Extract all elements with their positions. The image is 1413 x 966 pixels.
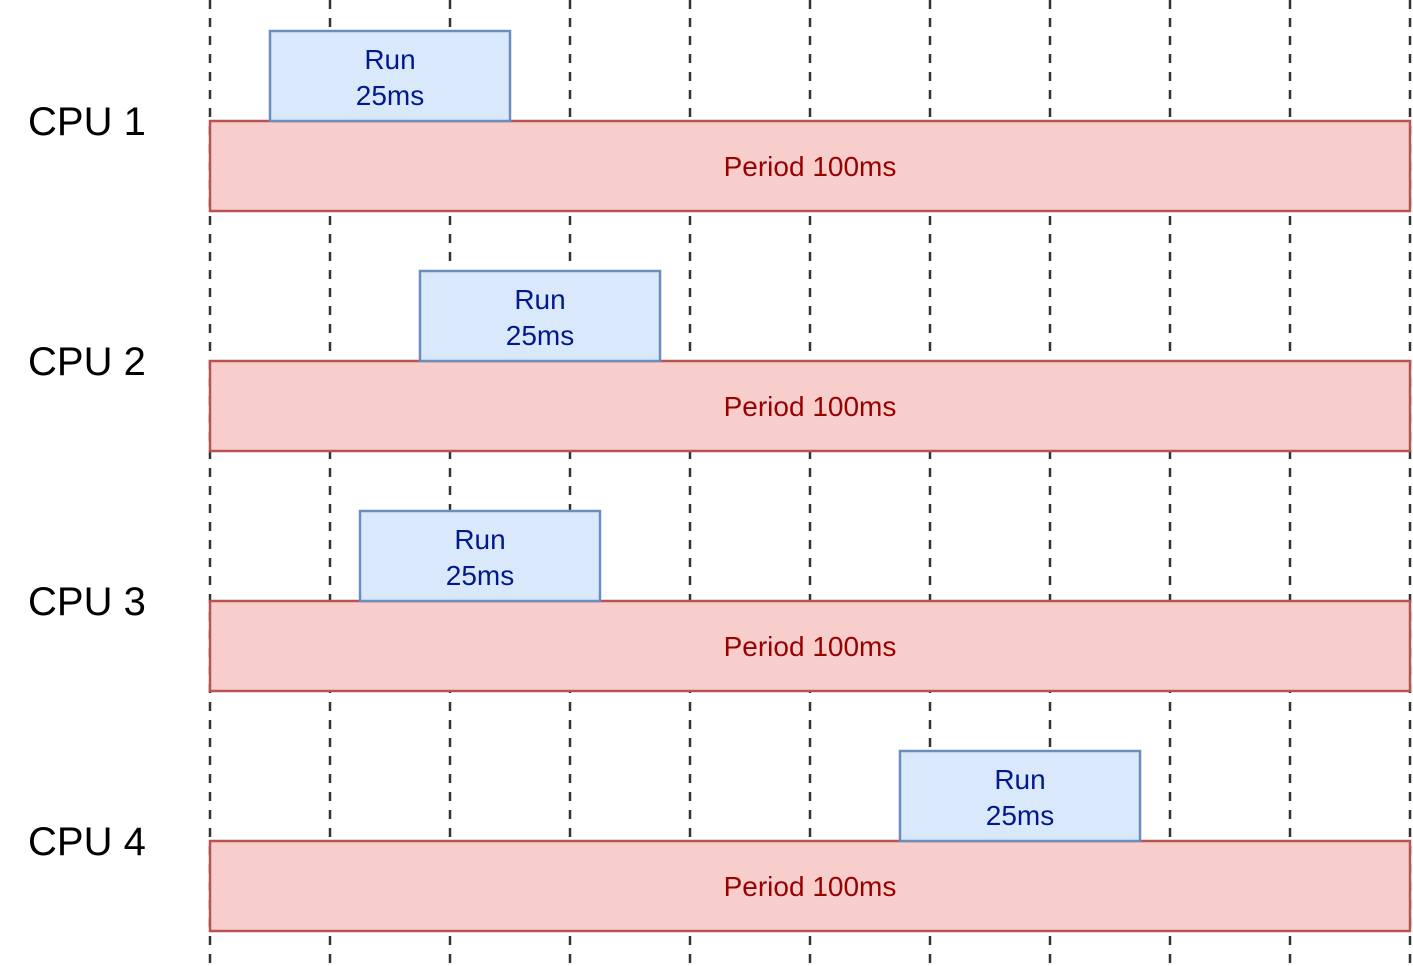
- cpu-row: CPU 2 Period 100ms Run 25ms: [28, 269, 1412, 453]
- run-label: Run: [514, 284, 565, 315]
- cpu-row: CPU 1 Period 100ms Run 25ms: [28, 29, 1412, 213]
- period-bar: [208, 119, 1412, 213]
- run-label: Run: [364, 44, 415, 75]
- period-bar: [208, 599, 1412, 693]
- run-block: [358, 509, 602, 603]
- period-label: Period 100ms: [724, 631, 897, 662]
- run-duration-label: 25ms: [446, 560, 514, 591]
- run-duration-label: 25ms: [986, 800, 1054, 831]
- run-block: [418, 269, 662, 363]
- period-bar: [208, 839, 1412, 933]
- period-label: Period 100ms: [724, 151, 897, 182]
- run-duration-label: 25ms: [356, 80, 424, 111]
- cpu-row: CPU 3 Period 100ms Run 25ms: [28, 509, 1412, 693]
- cpu-label: CPU 4: [28, 820, 146, 864]
- period-label: Period 100ms: [724, 871, 897, 902]
- run-block: [898, 749, 1142, 843]
- run-label: Run: [454, 524, 505, 555]
- run-duration-label: 25ms: [506, 320, 574, 351]
- cpu-label: CPU 3: [28, 580, 146, 624]
- cpu-label: CPU 2: [28, 340, 146, 384]
- period-bar: [208, 359, 1412, 453]
- run-block: [268, 29, 512, 123]
- cpu-row: CPU 4 Period 100ms Run 25ms: [28, 749, 1412, 933]
- run-label: Run: [994, 764, 1045, 795]
- period-label: Period 100ms: [724, 391, 897, 422]
- cpu-label: CPU 1: [28, 100, 146, 144]
